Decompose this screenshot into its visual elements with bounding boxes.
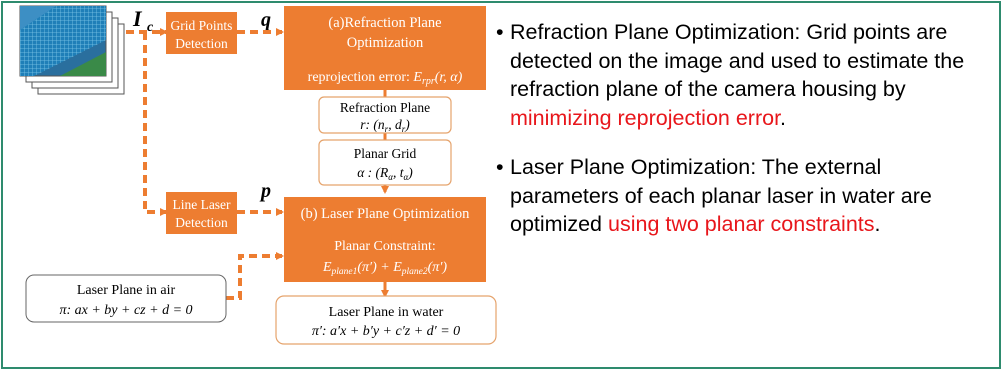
bullet-highlight: minimizing reprojection error	[510, 105, 781, 130]
bullet-marker: •	[496, 20, 504, 44]
laser-plane-water-box: Laser Plane in water π′: a′x + b′y + c′z…	[275, 295, 497, 345]
bullet-text: Refraction Plane Optimization: Grid poin…	[510, 20, 965, 101]
bullet-end: .	[780, 105, 787, 130]
bullet-end: .	[874, 212, 881, 236]
label-q: q	[261, 9, 271, 31]
bullet-laser: • Laser Plane Optimization: The external…	[494, 153, 994, 239]
svg-text:Optimization: Optimization	[347, 35, 424, 51]
svg-text:c: c	[147, 20, 154, 35]
grid-points-detection-box: Grid Points Detection	[166, 12, 237, 54]
svg-text:Eplane1(π′) + Eplane2(π′): Eplane1(π′) + Eplane2(π′)	[322, 260, 447, 277]
laser-plane-air-box: Laser Plane in air π: ax + by + cz + d =…	[25, 274, 227, 323]
svg-text:r: (nr, dr): r: (nr, dr)	[360, 117, 410, 134]
svg-text:Line Laser: Line Laser	[172, 197, 231, 212]
label-ic: I c	[132, 6, 154, 35]
svg-text:π′: a′x + b′y + c′z + d′ = 0: π′: a′x + b′y + c′z + d′ = 0	[312, 324, 460, 339]
svg-text:Laser Plane in air: Laser Plane in air	[77, 283, 176, 298]
svg-text:Detection: Detection	[175, 36, 228, 51]
svg-text:Grid Points: Grid Points	[171, 18, 233, 33]
svg-text:α : (Rα, tα): α : (Rα, tα)	[357, 165, 413, 182]
refraction-plane-box: Refraction Plane r: (nr, dr)	[318, 96, 452, 134]
planar-grid-box: Planar Grid α : (Rα, tα)	[318, 139, 452, 186]
dashed-connectors	[126, 28, 284, 300]
line-laser-detection-box: Line Laser Detection	[166, 192, 237, 234]
svg-text:(a)Refraction Plane: (a)Refraction Plane	[328, 15, 441, 31]
label-p: p	[259, 180, 271, 202]
svg-text:(b) Laser Plane Optimization: (b) Laser Plane Optimization	[301, 206, 470, 222]
bullet-text: Laser Plane Optimization: The external p…	[510, 155, 932, 236]
svg-text:π: ax + by + cz + d = 0: π: ax + by + cz + d = 0	[59, 303, 192, 318]
refraction-optimization-box: (a)Refraction Plane Optimization reproje…	[284, 6, 486, 90]
svg-text:reprojection error: Erpr(r, α): reprojection error: Erpr(r, α)	[308, 70, 463, 87]
svg-text:Planar Constraint:: Planar Constraint:	[334, 239, 436, 254]
bullet-list: • Refraction Plane Optimization: Grid po…	[494, 18, 994, 239]
bullet-highlight: using two planar constraints	[608, 212, 875, 236]
bullet-marker: •	[496, 155, 504, 179]
image-stack-icon	[19, 5, 125, 95]
svg-text:Refraction Plane: Refraction Plane	[340, 100, 430, 115]
laser-optimization-box: (b) Laser Plane Optimization Planar Cons…	[284, 197, 486, 282]
svg-text:Laser Plane in water: Laser Plane in water	[329, 305, 444, 320]
svg-text:I: I	[132, 6, 143, 31]
svg-text:Detection: Detection	[175, 215, 228, 230]
bullet-refraction: • Refraction Plane Optimization: Grid po…	[494, 18, 994, 132]
svg-text:Planar Grid: Planar Grid	[354, 146, 417, 161]
